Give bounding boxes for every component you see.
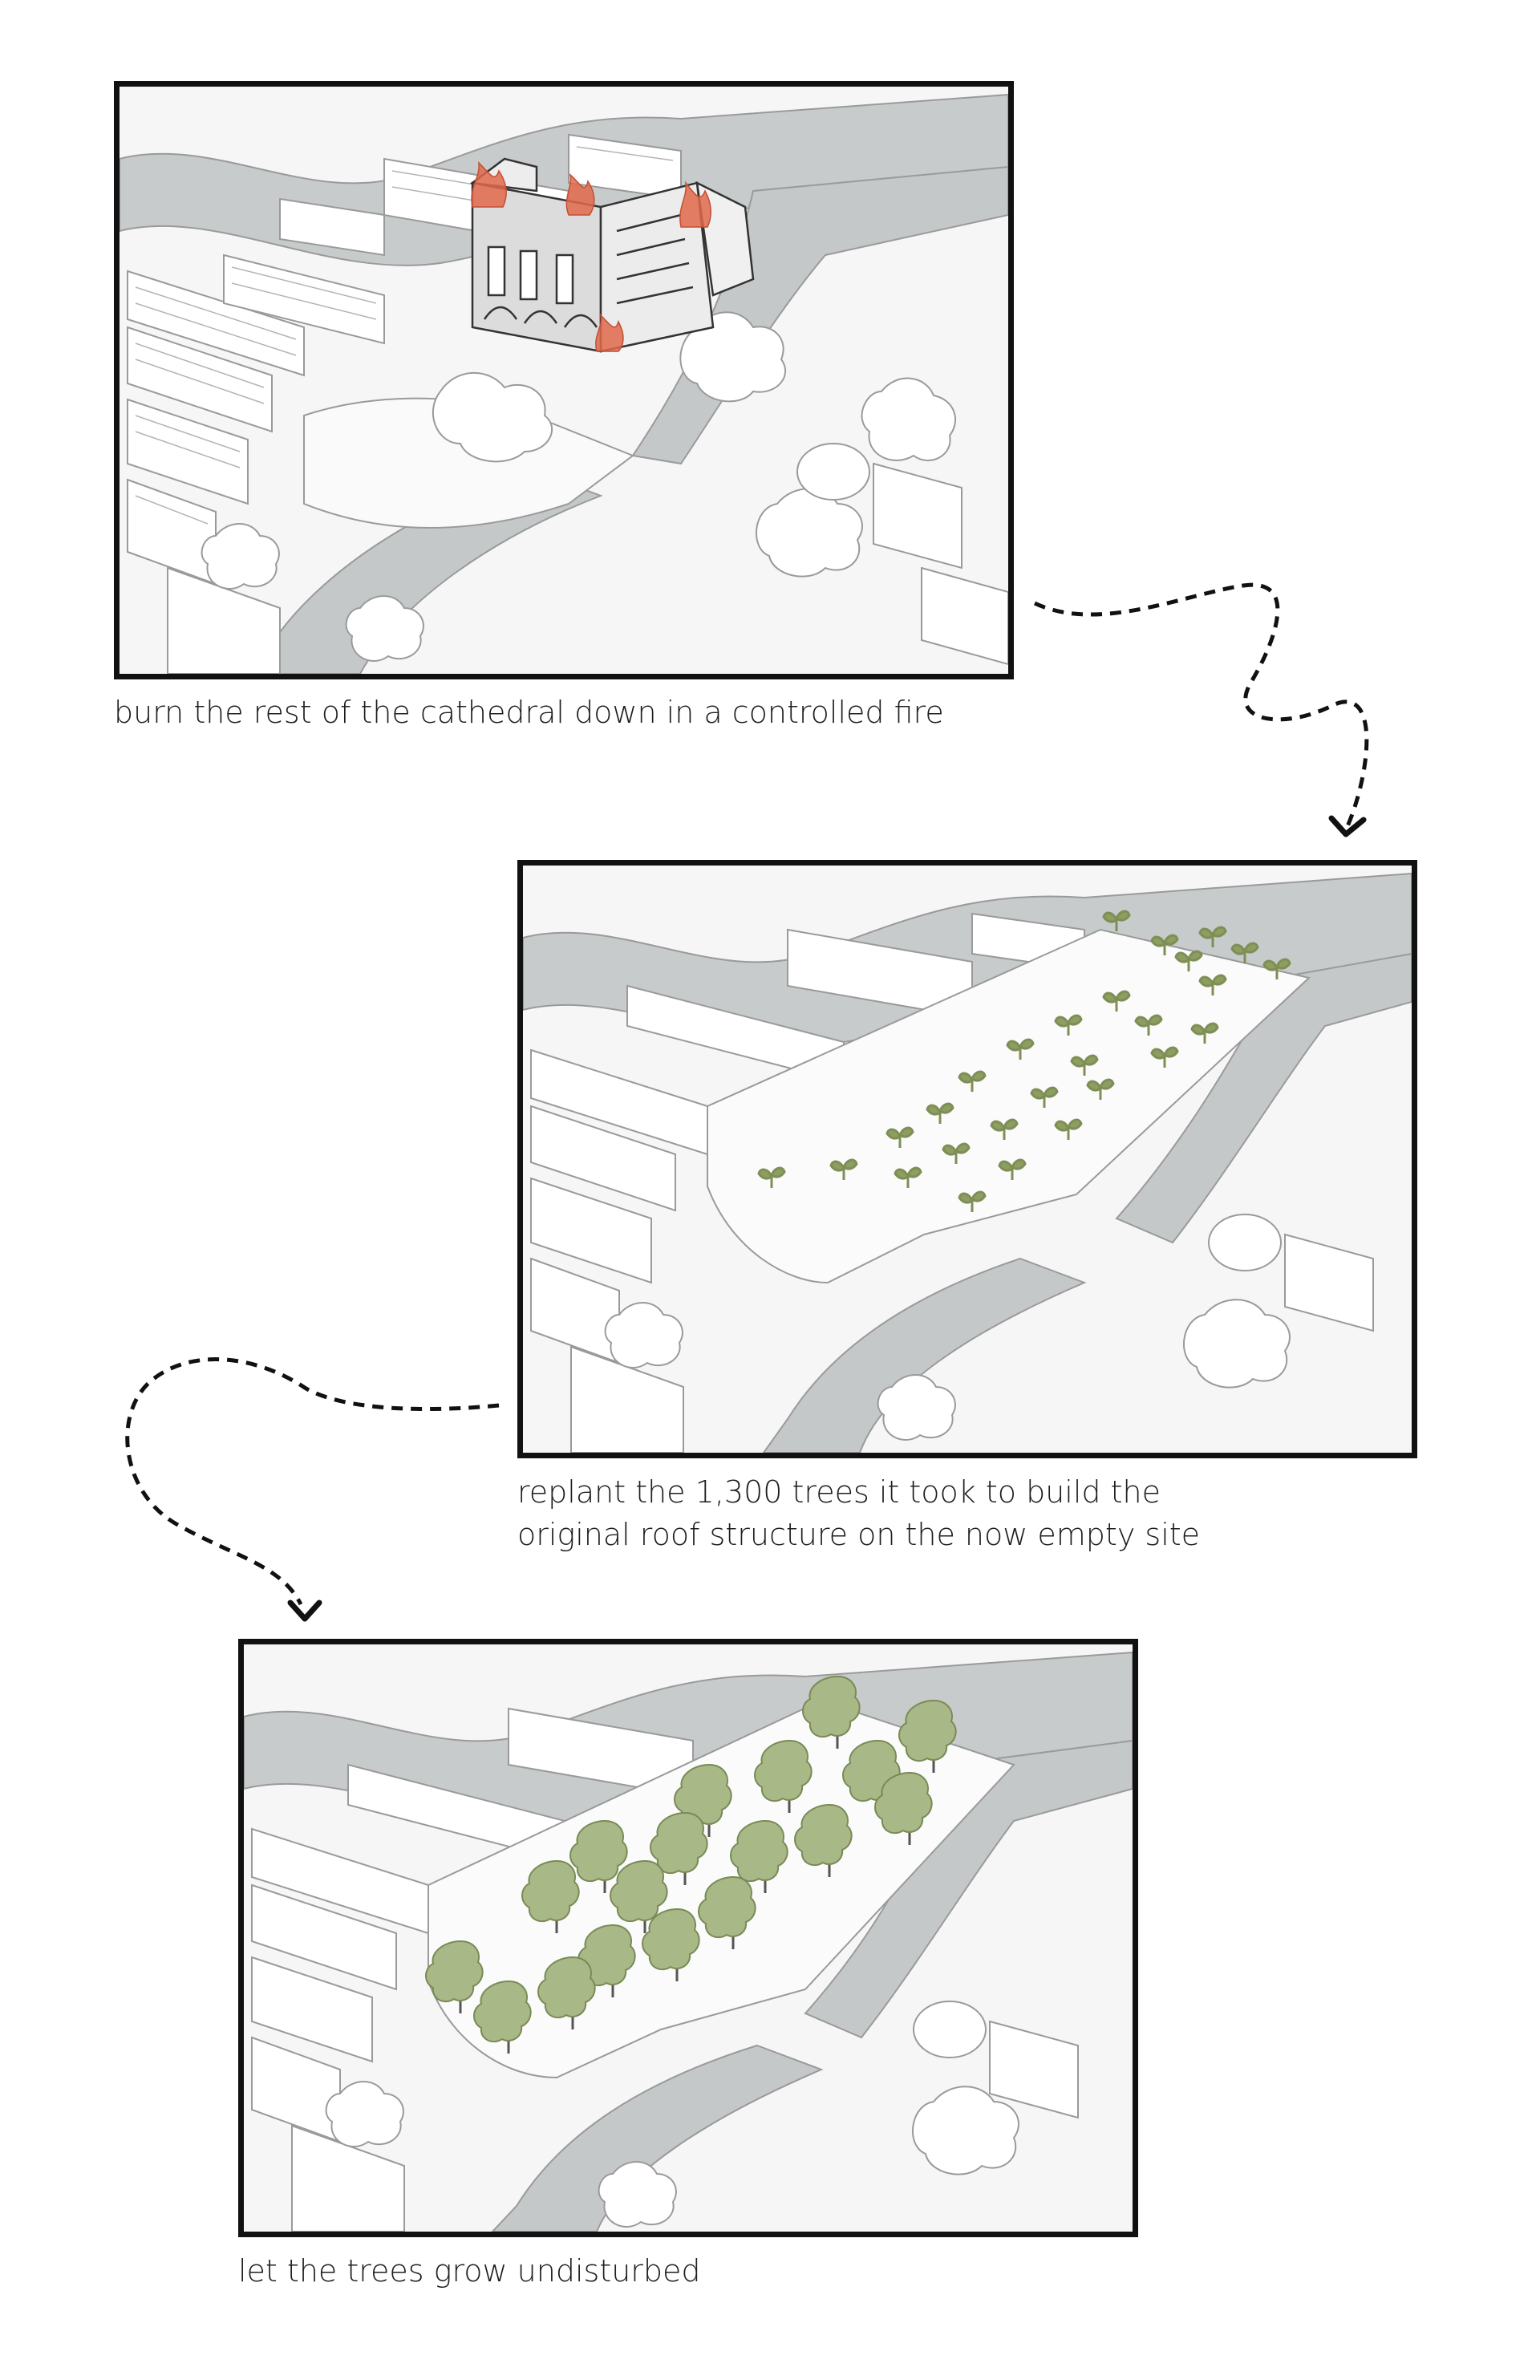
step2-caption: replant the 1,300 trees it took to build… [517, 1471, 1200, 1556]
sapling-icon [894, 1166, 922, 1188]
sapling-icon [1150, 1046, 1179, 1068]
tree-icon [578, 1924, 636, 1997]
site-illustration-forest [244, 1644, 1133, 2232]
tree-icon [802, 1675, 861, 1749]
tree-icon [521, 1859, 580, 1933]
buildings-right [796, 443, 1008, 666]
arrow-1-head [1328, 815, 1367, 837]
sapling-icon [886, 1126, 914, 1148]
tree-icon [698, 1875, 756, 1949]
sapling-icon [1006, 1038, 1035, 1060]
sapling-icon [1070, 1054, 1099, 1076]
tree-icon [874, 1771, 933, 1845]
tree-icon [794, 1803, 853, 1877]
sapling-icon [1262, 958, 1291, 979]
tree-icon [898, 1699, 957, 1773]
sapling-icon [1198, 926, 1227, 947]
sapling-icon [1150, 934, 1179, 955]
sapling-icon [1086, 1078, 1115, 1100]
step2-caption-line2: original roof structure on the now empty… [517, 1517, 1201, 1552]
panel-burn-cathedral [114, 81, 1014, 679]
sapling-icon [829, 1158, 858, 1180]
sapling-icon [1054, 1118, 1083, 1140]
sapling-icon [958, 1190, 987, 1212]
sapling-icon [998, 1158, 1027, 1180]
tree-clusters [201, 311, 957, 662]
site-illustration-saplings [523, 866, 1412, 1453]
sapling-icon [1190, 1022, 1219, 1044]
flame-icon [471, 160, 711, 352]
sapling-icon [990, 1118, 1019, 1140]
tree-icon [642, 1908, 700, 1981]
panel-grown-trees [238, 1639, 1138, 2237]
sapling-icon [926, 1102, 954, 1124]
tree-icon [650, 1811, 708, 1885]
step1-caption: burn the rest of the cathedral down in a… [114, 695, 944, 730]
sapling-icon [757, 910, 1291, 1212]
tree-icon [569, 1819, 628, 1893]
panel-replant-saplings [517, 860, 1417, 1458]
sapling-icon [1030, 1086, 1059, 1108]
sapling-icon [1134, 1014, 1163, 1036]
arrow-2-path [125, 1357, 500, 1606]
sapling-icon [1102, 990, 1131, 1012]
tree-icon [425, 1940, 484, 2013]
tree-icon [537, 1956, 596, 2029]
step3-caption: let the trees grow undisturbed [238, 2253, 701, 2289]
arrow-1-path [1033, 582, 1369, 827]
tree-icon [473, 1980, 532, 2054]
arrow-2-head [287, 1600, 322, 1622]
step2-caption-line1: replant the 1,300 trees it took to build… [517, 1474, 1161, 1510]
tree-icon [730, 1819, 788, 1893]
sapling-icon [1054, 1014, 1083, 1036]
sapling-icon [757, 1166, 786, 1188]
sapling-icon [1198, 974, 1227, 995]
sapling-icon [1174, 950, 1203, 971]
sapling-icon [958, 1070, 987, 1092]
sapling-icon [942, 1142, 971, 1164]
site-illustration-fire [120, 87, 1008, 674]
sapling-icon [1230, 942, 1259, 963]
tree-icon [425, 1675, 957, 2054]
tree-icon [754, 1739, 813, 1813]
tree-icon [610, 1859, 668, 1933]
sapling-icon [1102, 910, 1131, 931]
